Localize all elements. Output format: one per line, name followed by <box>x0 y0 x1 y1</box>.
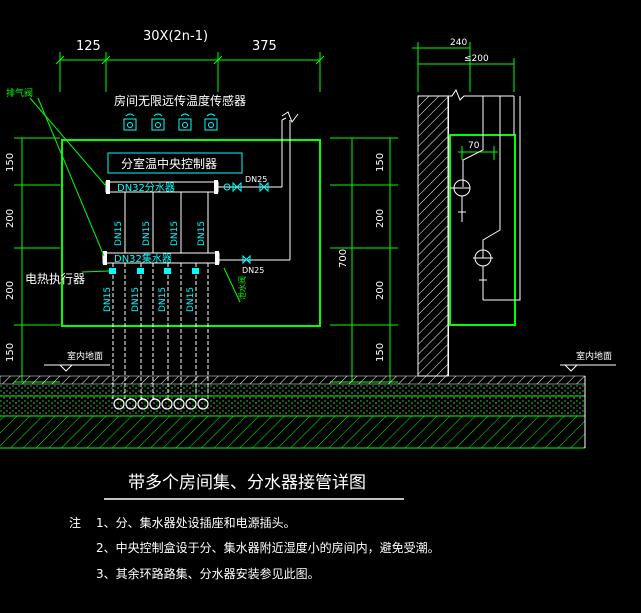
dim-v150b: 150 <box>5 343 16 362</box>
note-3: 3、其余环路路集、分水器安装参见此图。 <box>96 566 320 581</box>
dim-240: 240 <box>450 38 467 48</box>
dn15-upper-3: DN15 <box>170 221 180 246</box>
actuator-label: 电热执行器 <box>25 272 85 286</box>
controller-label: 分室温中央控制器 <box>121 156 217 171</box>
supply-label: DN32分水器 <box>117 182 175 194</box>
left-dimension <box>14 137 60 383</box>
dim-v150a: 150 <box>5 153 16 172</box>
dim-700: 700 <box>338 249 349 268</box>
dim-375: 375 <box>252 39 277 54</box>
dim-span: 30X(2n-1) <box>143 29 208 44</box>
dim-r150a: 150 <box>375 153 386 172</box>
dim-r150b: 150 <box>375 343 386 362</box>
actuators <box>109 268 199 274</box>
section-pipes <box>450 96 521 301</box>
supply-manifold <box>105 180 282 194</box>
section-dimension <box>412 42 515 160</box>
dim-200: ≤200 <box>464 54 489 64</box>
dn15-lower-1: DN15 <box>103 287 113 312</box>
floor-left-label: 室内地面 <box>67 350 103 362</box>
top-dimension <box>55 52 325 92</box>
dn15-lower-3: DN15 <box>158 287 168 312</box>
notes-lead: 注 <box>69 515 81 530</box>
floor-right-label: 室内地面 <box>576 350 612 362</box>
dim-r200b: 200 <box>375 281 386 300</box>
floor-right-marker <box>560 364 616 372</box>
drawing-title: 带多个房间集、分水器接管详图 <box>128 473 366 493</box>
dn25-supply-label: DN25 <box>245 175 267 184</box>
valves <box>223 181 269 265</box>
sensor-icons <box>123 113 218 131</box>
floor-layers <box>0 375 586 449</box>
drain-leader <box>223 267 241 303</box>
floor-left-marker <box>44 364 110 372</box>
dn15-upper-4: DN15 <box>197 221 207 246</box>
return-label: DN32集水器 <box>114 252 172 265</box>
dn25-return-label: DN25 <box>242 266 264 275</box>
dim-125: 125 <box>76 39 101 54</box>
drain-label: 泄水阀 <box>237 276 247 300</box>
feed-risers <box>281 111 299 260</box>
actuator-leader <box>81 270 110 273</box>
dim-r200a: 200 <box>375 209 386 228</box>
dn15-lower: DN15 DN15 DN15 DN15 <box>103 287 196 312</box>
central-controller <box>107 152 243 174</box>
dn15-lower-2: DN15 <box>131 287 141 312</box>
sensor-label: 房间无限远传温度传感器 <box>114 93 246 108</box>
vent-label: 排气阀 <box>6 87 33 99</box>
dim-70: 70 <box>468 141 480 151</box>
dn15-upper-1: DN15 <box>114 221 124 246</box>
return-manifold <box>102 251 290 265</box>
note-1: 1、分、集水器处设插座和电源插头。 <box>96 515 296 530</box>
dim-v200b: 200 <box>5 281 16 300</box>
mid-dimension <box>330 137 398 383</box>
note-2: 2、中央控制盒设于分、集水器附近湿度小的房间内，避免受潮。 <box>96 540 440 555</box>
manifold-cabinet <box>61 139 321 327</box>
dn15-upper-2: DN15 <box>142 221 152 246</box>
dn15-lower-4: DN15 <box>186 287 196 312</box>
floor-pipe-loops <box>113 398 209 410</box>
vent-leaders <box>29 97 107 257</box>
wall-section <box>417 88 516 377</box>
dn15-upper: DN15 DN15 DN15 DN15 <box>114 221 207 246</box>
dim-v200a: 200 <box>5 209 16 228</box>
